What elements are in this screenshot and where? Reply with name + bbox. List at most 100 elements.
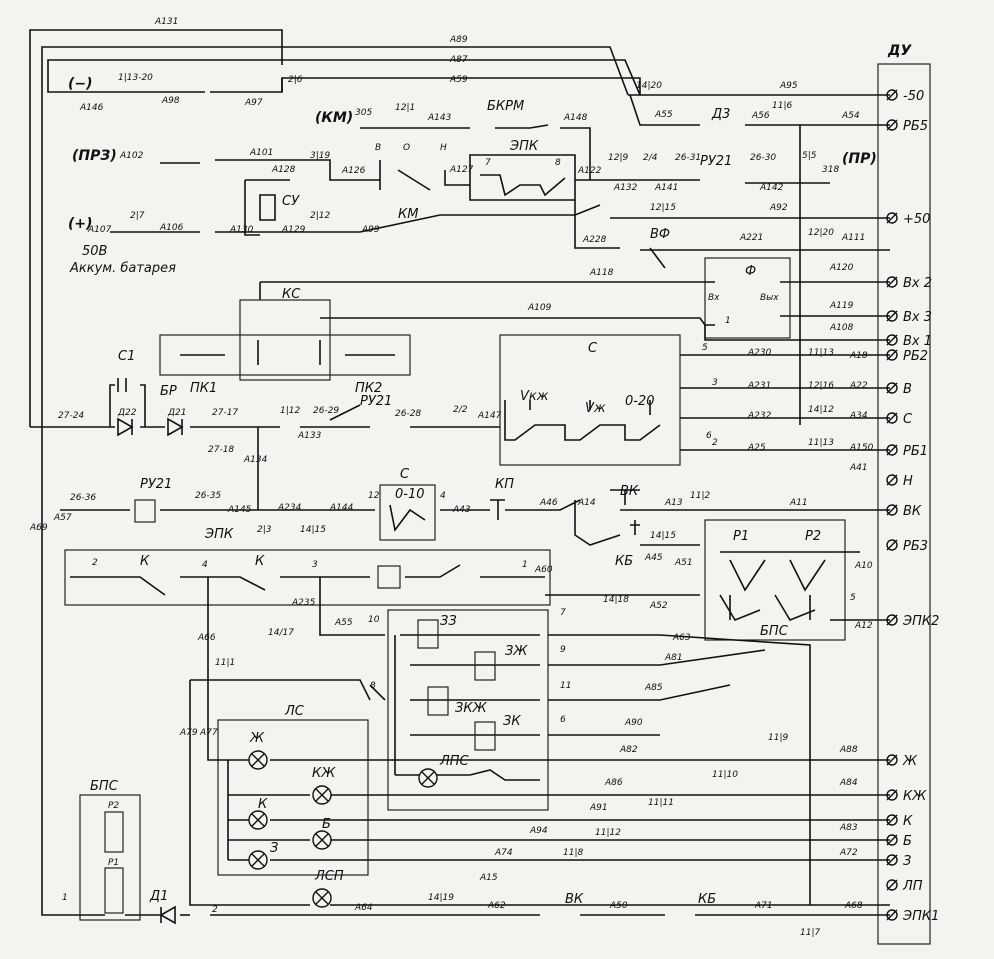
label-labels-bps_left: БПС (90, 779, 119, 794)
terminal-label-t-z: З (903, 854, 911, 869)
label-wires-a79: А79 (179, 728, 198, 738)
label-wires-a126: А126 (341, 166, 366, 176)
label-labels-kb: КБ (615, 554, 633, 569)
label-nodes-n11_7: 11|7 (800, 928, 820, 938)
label-wires-a69: А69 (29, 523, 48, 533)
label-wires-a88: А88 (839, 745, 858, 755)
label-nodes-n2_3: 2|3 (257, 525, 272, 535)
label-wires-a97: А97 (244, 98, 263, 108)
label-wires-a101: А101 (249, 148, 273, 158)
label-labels-vyx: Вых (760, 293, 779, 303)
label-wires-a55b: А55 (334, 618, 353, 628)
label-labels-c1: С1 (118, 349, 135, 364)
label-labels-v50: 50В (82, 244, 108, 259)
terminal-label-t-n: Н (903, 474, 913, 489)
label-nodes-n5: 5 (702, 343, 708, 353)
label-nodes-n26_36: 26-36 (70, 493, 96, 503)
label-labels-bps_mid: БПС (760, 624, 789, 639)
label-wires-a57: А57 (53, 513, 72, 523)
label-nodes-n1_12: 1|12 (280, 406, 300, 416)
label-wires-a133: А133 (297, 431, 322, 441)
terminal-label-t-vx3: Вх 3 (903, 310, 932, 325)
label-nodes-n9: 9 (560, 645, 566, 655)
label-wires-a148: А148 (563, 113, 588, 123)
label-wires-a94: А94 (529, 826, 548, 836)
label-labels-k2: К (255, 554, 265, 569)
label-nodes-n14_18: 14|18 (603, 595, 629, 605)
label-nodes-n7: 7 (485, 158, 491, 168)
label-labels-minus: (−) (68, 76, 93, 92)
label-nodes-n2_6: 2|6 (288, 75, 303, 85)
label-wires-a142: А142 (759, 183, 784, 193)
label-labels-km: (КМ) (315, 110, 353, 126)
terminal-label-t-epk2: ЭПК2 (902, 614, 939, 629)
terminal-label-t-vk: ВК (903, 504, 922, 519)
label-nodes-n4: 4 (440, 491, 446, 501)
label-wires-a132: А132 (613, 183, 638, 193)
label-nodes-n11_1: 11|1 (215, 658, 235, 668)
label-wires-a130: А130 (229, 225, 254, 235)
terminal-label-t-k: К (903, 814, 913, 829)
km-line (110, 124, 890, 269)
terminal-label-t-lp: ЛП (902, 879, 923, 894)
label-labels-kp: КП (495, 477, 514, 492)
label-wires-a51: А51 (674, 558, 693, 568)
label-nodes-n1c: 1 (62, 893, 68, 903)
label-nodes-n26_28: 26-28 (395, 409, 421, 419)
terminal-label-t-kzh: КЖ (903, 789, 927, 804)
label-labels-vk_bot: ВК (565, 892, 584, 907)
lamp-label-lamp_zh: Ж (249, 731, 265, 746)
label-labels-vzh: Vж (585, 401, 606, 416)
label-labels-zzh: ЗЖ (505, 644, 528, 659)
lamp-label-lamp_b: Б (322, 817, 331, 832)
z-relay-block (369, 609, 811, 905)
terminal-label-t-vx2: Вх 2 (903, 276, 932, 291)
terminal-label-t-50p: +50 (903, 212, 930, 227)
label-labels-bkrm: БКРМ (487, 99, 524, 114)
label-wires-a144: А144 (329, 503, 354, 513)
label-wires-a60: А60 (534, 565, 553, 575)
label-wires-a128: А128 (271, 165, 296, 175)
label-nodes-n4b: 4 (202, 560, 208, 570)
terminal-label-t-zh: Ж (902, 754, 918, 769)
label-labels-ls: ЛС (284, 704, 305, 719)
label-labels-ru21c: РУ21 (140, 477, 172, 492)
label-wires-a107: А107 (87, 225, 112, 235)
label-wires-a141: А141 (654, 183, 678, 193)
label-wires-a25: А25 (747, 443, 766, 453)
terminal-label-t-epk1: ЭПК1 (902, 909, 939, 924)
label-labels-zk: ЗК (503, 714, 521, 729)
diode-row (30, 378, 500, 510)
label-nodes-n5b: 5 (850, 593, 856, 603)
f-filter-box (259, 257, 890, 341)
ks-block (159, 299, 706, 381)
top-wires (29, 29, 890, 577)
label-nodes-n12_16: 12|16 (808, 381, 834, 391)
label-wires-a146: А146 (79, 103, 104, 113)
label-wires-a143: А143 (427, 113, 452, 123)
label-labels-vkzh: Vкж (520, 389, 549, 404)
label-labels-epk_top: ЭПК (509, 139, 539, 154)
label-labels-km_sw: КМ (398, 207, 418, 222)
label-labels-r1: Р1 (733, 529, 749, 544)
label-nodes-n7b: 7 (560, 608, 566, 618)
label-nodes-n11_12: 11|12 (595, 828, 621, 838)
label-labels-pr: (ПР) (842, 151, 877, 167)
bps-left-block (41, 577, 890, 925)
label-wires-a83: А83 (839, 823, 858, 833)
label-wires-a41: А41 (849, 463, 868, 473)
label-wires-a86: А86 (604, 778, 623, 788)
label-labels-ks: КС (282, 287, 301, 302)
label-wires-a72: А72 (839, 848, 858, 858)
label-labels-p2: Р2 (108, 801, 119, 811)
label-labels-plus: (+) (68, 216, 93, 232)
label-labels-s_box: С (588, 341, 598, 356)
label-wires-a235: А235 (291, 598, 316, 608)
label-wires-a12: А12 (854, 621, 873, 631)
lamp-label-lamp_kzh: КЖ (312, 766, 336, 781)
label-wires-a68: А68 (844, 901, 863, 911)
label-nodes-n14_20: 14|20 (636, 81, 662, 91)
